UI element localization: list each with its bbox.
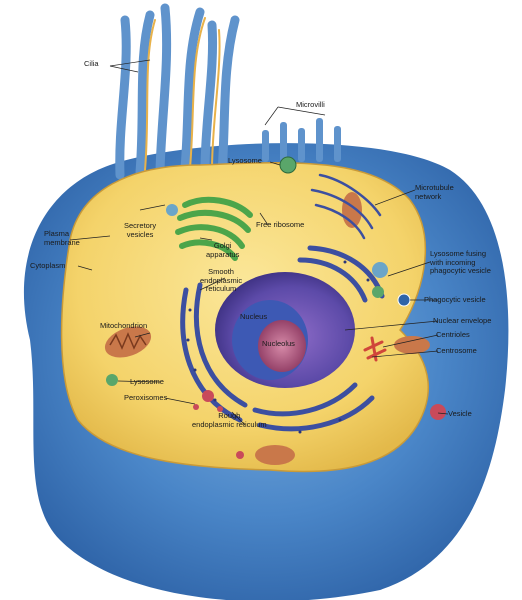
- label-mitochondrion: Mitochondrion: [100, 321, 148, 330]
- nucleolus-shape: [258, 320, 306, 372]
- label-free-ribosome: Free ribosome: [256, 220, 305, 229]
- label-golgi-apparatus-line2: apparatus: [206, 249, 240, 259]
- label-smooth-er-line2: endoplasmic: [200, 275, 243, 285]
- golgi-apparatus: [175, 196, 253, 261]
- label-plasma-membrane-line2: membrane: [44, 237, 80, 247]
- label-peroxisomes: Peroxisomes: [124, 393, 168, 402]
- label-microtubule-network-line1: Microtubule: [415, 183, 454, 192]
- label-microtubule-network: Microtubule network: [415, 183, 454, 201]
- label-secretory-vesicles-line2: vesicles: [126, 229, 154, 239]
- label-golgi-apparatus: Golgi apparatus: [206, 241, 240, 259]
- label-smooth-er: Smooth endoplasmic reticulum: [200, 267, 243, 294]
- label-plasma-membrane-line1: Plasma: [44, 229, 70, 238]
- label-lysosome-fusing: Lysosome fusing with incoming phagocytic…: [430, 249, 491, 276]
- label-centrosome: Centrosome: [436, 346, 477, 355]
- label-microtubule-network-line2: network: [415, 191, 442, 201]
- label-lysosome-bottom: Lysosome: [130, 377, 164, 386]
- label-rough-er-line1: Rough: [218, 411, 241, 420]
- centrioles-shape: [363, 336, 387, 362]
- label-plasma-membrane: Plasma membrane: [44, 229, 80, 247]
- label-rough-er: Rough endoplasmic reticulum: [192, 411, 267, 429]
- label-vesicle: Vesicle: [448, 409, 472, 418]
- label-secretory-vesicles-line1: Secretory: [124, 221, 157, 230]
- label-nuclear-envelope: Nuclear envelope: [433, 316, 492, 325]
- label-secretory-vesicles: Secretory vesicles: [124, 221, 157, 239]
- label-phagocytic-vesicle: Phagocytic vesicle: [424, 295, 486, 304]
- label-nucleolus: Nucleolus: [262, 339, 295, 348]
- label-lysosome-fusing-line1: Lysosome fusing: [430, 249, 487, 258]
- label-rough-er-line2: endoplasmic reticulum: [192, 419, 267, 429]
- label-cytoplasm: Cytoplasm: [30, 261, 66, 270]
- microtubule-network: [310, 173, 382, 240]
- label-lysosome-fusing-line2: with incoming: [430, 257, 476, 267]
- label-cilia: Cilia: [84, 59, 99, 68]
- label-smooth-er-line3: reticulum: [205, 284, 237, 293]
- er-ribosomes: [186, 260, 370, 434]
- small-organelles: [106, 156, 446, 459]
- label-microvilli: Microvilli: [296, 100, 325, 109]
- microvilli-group: [262, 118, 341, 162]
- label-smooth-er-line1: Smooth: [208, 267, 234, 276]
- leader-lines: [69, 59, 449, 426]
- label-nucleus: Nucleus: [240, 312, 268, 321]
- label-lysosome-top: Lysosome: [228, 156, 262, 165]
- label-golgi-apparatus-line1: Golgi: [213, 241, 232, 250]
- cilia-group: [115, 3, 240, 180]
- label-lysosome-fusing-line3: phagocytic vesicle: [430, 266, 491, 275]
- label-centrioles: Centrioles: [436, 330, 470, 339]
